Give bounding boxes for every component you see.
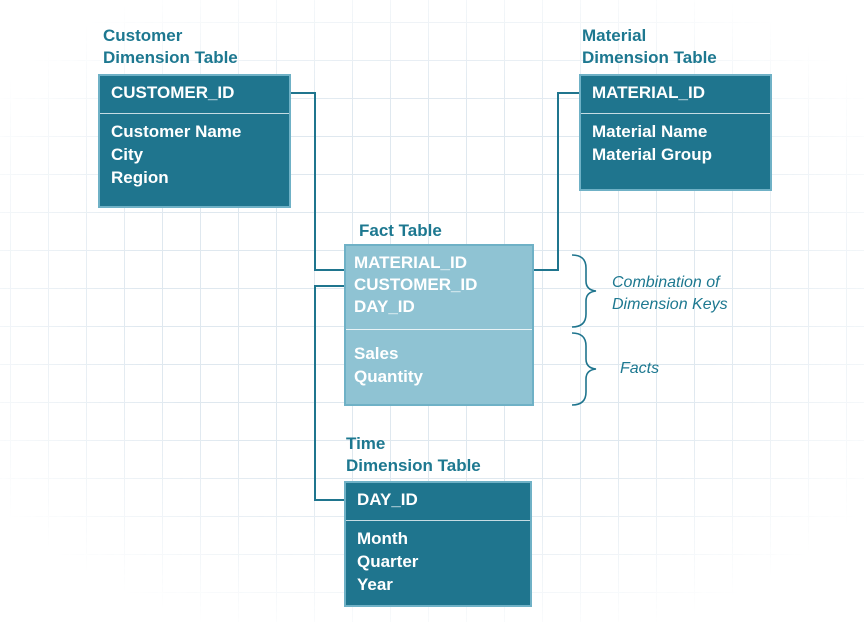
customer-key-section: CUSTOMER_ID — [100, 76, 289, 114]
material-dimension-table: MATERIAL_ID Material Name Material Group — [579, 74, 772, 191]
material-attribute: Material Group — [592, 145, 712, 164]
material-connector — [533, 92, 580, 271]
fact-measure: Sales — [354, 344, 399, 363]
facts-annotation-text: Facts — [620, 360, 660, 377]
keys-annotation-line2: Dimension Keys — [612, 296, 728, 313]
time-attributes: Month Quarter Year — [346, 521, 530, 596]
time-attribute: Quarter — [357, 552, 419, 571]
time-dimension-table: DAY_ID Month Quarter Year — [344, 481, 532, 607]
customer-attribute: Region — [111, 168, 169, 187]
customer-key: CUSTOMER_ID — [111, 83, 235, 102]
customer-attribute: City — [111, 145, 144, 164]
time-attribute: Month — [357, 529, 408, 548]
material-key: MATERIAL_ID — [592, 83, 706, 102]
fact-key: DAY_ID — [354, 297, 415, 316]
material-attributes: Material Name Material Group — [581, 114, 770, 166]
customer-caption-line2: Dimension Table — [103, 48, 238, 67]
fact-table-caption: Fact Table — [359, 220, 442, 242]
customer-table-caption: Customer Dimension Table — [103, 25, 238, 69]
material-caption-line1: Material — [582, 26, 647, 45]
time-connector — [314, 285, 345, 501]
time-table-caption: Time Dimension Table — [346, 433, 481, 477]
material-key-section: MATERIAL_ID — [581, 76, 770, 114]
time-caption-line1: Time — [346, 434, 386, 453]
time-key-section: DAY_ID — [346, 483, 530, 521]
fact-caption: Fact Table — [359, 221, 442, 240]
customer-attributes: Customer Name City Region — [100, 114, 289, 189]
facts-annotation: Facts — [620, 358, 659, 380]
customer-attribute: Customer Name — [111, 122, 242, 141]
customer-connector — [290, 92, 345, 271]
fact-key: CUSTOMER_ID — [354, 275, 478, 294]
material-table-caption: Material Dimension Table — [582, 25, 717, 69]
time-key: DAY_ID — [357, 490, 418, 509]
time-caption-line2: Dimension Table — [346, 456, 481, 475]
material-caption-line2: Dimension Table — [582, 48, 717, 67]
facts-brace — [571, 332, 597, 406]
keys-annotation-line1: Combination of — [612, 274, 720, 291]
customer-caption-line1: Customer — [103, 26, 183, 45]
material-attribute: Material Name — [592, 122, 708, 141]
fact-table: MATERIAL_ID CUSTOMER_ID DAY_ID Sales Qua… — [344, 244, 534, 406]
keys-brace — [571, 254, 597, 328]
keys-annotation: Combination of Dimension Keys — [612, 272, 728, 316]
fact-measures-section: Sales Quantity — [346, 330, 532, 388]
fact-key: MATERIAL_ID — [354, 253, 468, 272]
customer-dimension-table: CUSTOMER_ID Customer Name City Region — [98, 74, 291, 208]
fact-keys-section: MATERIAL_ID CUSTOMER_ID DAY_ID — [346, 246, 532, 330]
fact-measure: Quantity — [354, 367, 423, 386]
time-attribute: Year — [357, 575, 393, 594]
